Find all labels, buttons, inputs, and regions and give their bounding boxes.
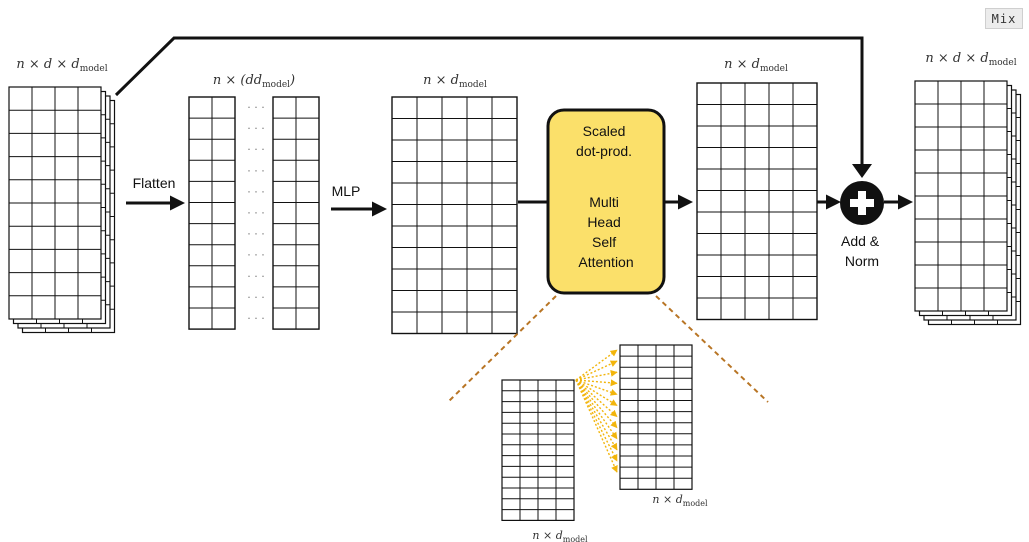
ellipsis-dots: · · · bbox=[247, 207, 264, 220]
flattened-grid-left bbox=[188, 96, 236, 330]
attn-shape-label: n × dmodel bbox=[724, 57, 788, 74]
ellipsis-dots: · · · bbox=[247, 249, 264, 262]
output-tensor-stack bbox=[914, 80, 1022, 326]
mlp-shape-label: n × dmodel bbox=[423, 73, 487, 90]
attention-arrow bbox=[575, 369, 618, 381]
attention-arrow bbox=[575, 349, 618, 381]
ellipsis-dots: · · · bbox=[247, 291, 264, 304]
attention-arrow bbox=[575, 379, 618, 396]
output-shape-label: n × d × dmodel bbox=[925, 51, 1016, 68]
detail-key-grid bbox=[619, 344, 693, 490]
flattened-grid-right bbox=[272, 96, 320, 330]
ellipsis-dots: · · · bbox=[247, 228, 264, 241]
ellipsis-dots: · · · bbox=[247, 101, 264, 114]
input-tensor-stack bbox=[8, 86, 116, 334]
ellipsis-dots: · · · bbox=[247, 270, 264, 283]
ellipsis-dots: · · · bbox=[247, 122, 264, 135]
ellipsis-dots: · · · bbox=[247, 164, 264, 177]
attention-output-grid bbox=[696, 82, 818, 321]
attention-arrow bbox=[575, 379, 618, 418]
ellipsis-dots: · · · bbox=[247, 143, 264, 156]
detail-q-shape-label: n × dmodel bbox=[532, 529, 588, 542]
flatten-label: Flatten bbox=[133, 175, 176, 191]
ellipsis-dots: · · · bbox=[247, 185, 264, 198]
input-shape-label: n × d × dmodel bbox=[16, 57, 107, 74]
attention-arrow bbox=[575, 379, 618, 462]
attention-arrow bbox=[575, 379, 618, 451]
skip-connection-line bbox=[114, 36, 864, 170]
attention-block bbox=[546, 108, 666, 295]
attention-arrow bbox=[575, 379, 618, 429]
mix-badge[interactable]: Mix bbox=[985, 8, 1023, 29]
attention-arrow bbox=[575, 379, 618, 387]
flattened-ellipsis: · · · · · · · · · · · · · · · · · · · · · · · ·… bbox=[247, 101, 264, 325]
detail-right-dashed-line bbox=[655, 295, 769, 403]
mlp-label: MLP bbox=[332, 183, 361, 199]
flat-shape-label: n × (ddmodel) bbox=[213, 73, 295, 90]
detail-attention-arrows bbox=[575, 349, 618, 473]
attention-arrow bbox=[575, 379, 618, 473]
attention-arrow bbox=[575, 379, 618, 440]
attention-block-label: Scaled dot-prod. Multi Head Self Attenti… bbox=[576, 123, 636, 270]
ellipsis-dots: · · · bbox=[247, 312, 264, 325]
detail-k-shape-label: n × dmodel bbox=[652, 493, 708, 508]
mlp-output-grid bbox=[391, 96, 518, 335]
attention-arrow bbox=[575, 360, 618, 381]
detail-query-grid bbox=[501, 379, 575, 521]
plus-icon bbox=[850, 191, 874, 215]
detail-left-dashed-line bbox=[447, 295, 557, 403]
skip-arrowhead bbox=[852, 164, 872, 178]
attention-arrow bbox=[575, 379, 618, 407]
add-norm-label: Add & Norm bbox=[841, 233, 883, 269]
